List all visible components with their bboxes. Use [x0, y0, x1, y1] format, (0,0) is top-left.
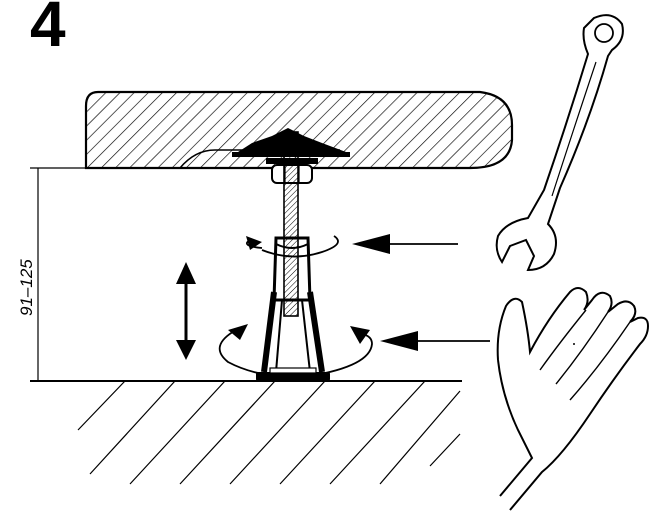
dimension-label: 91–125 — [17, 259, 36, 316]
wrench-icon — [495, 14, 624, 272]
rotate-arrow-icon-lower — [218, 324, 373, 378]
rotate-arrow-icon-upper — [246, 235, 339, 258]
pointer-arrow-icon-upper — [352, 234, 458, 254]
height-dimension — [30, 167, 86, 382]
step-number: 4 — [30, 0, 66, 60]
pointer-arrow-icon-lower — [380, 331, 490, 351]
vertical-double-arrow-icon — [176, 262, 196, 360]
floor-section — [30, 380, 462, 485]
hand-icon — [496, 287, 650, 511]
threaded-rod — [283, 131, 299, 317]
adjustable-leg — [256, 236, 330, 381]
countertop-section — [84, 90, 514, 170]
